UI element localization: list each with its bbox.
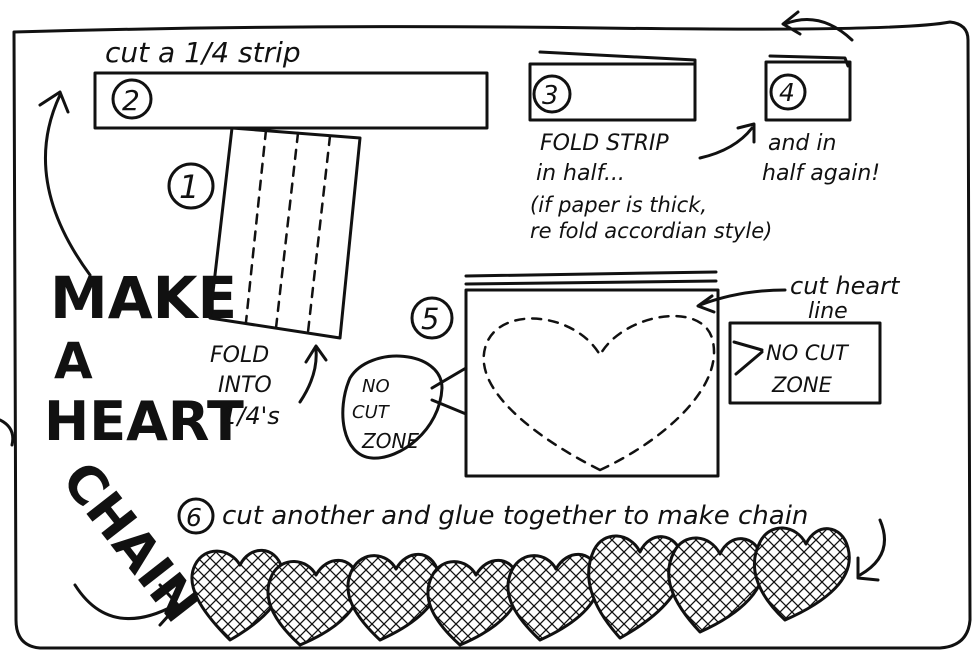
step6-number: 6 <box>186 503 202 532</box>
step5-cut-arrow <box>700 290 785 305</box>
step5-fold-layer-1 <box>466 272 716 276</box>
step3-note-2: re fold accordian style) <box>530 219 772 243</box>
step2-number: 2 <box>122 84 140 117</box>
step5-no-cut-right-2: ZONE <box>771 373 833 397</box>
step5-cut-label-1: cut heart <box>790 272 901 300</box>
step3-caption-1: FOLD STRIP <box>540 131 669 156</box>
step5-heart-line <box>484 316 714 470</box>
step2-strip <box>95 73 487 128</box>
title-line-1: MAKE <box>50 264 237 332</box>
curved-arrow-left <box>45 95 90 275</box>
step1-caption-2: INTO <box>218 373 272 398</box>
step5-cut-label-2: line <box>808 299 848 324</box>
step5-no-cut-left-2: CUT <box>352 402 391 423</box>
left-edge-arrow <box>0 420 13 445</box>
title-line-3: HEART <box>44 390 244 453</box>
step1-caption-1: FOLD <box>210 343 269 368</box>
step4-number: 4 <box>779 78 795 107</box>
chain-heart <box>268 560 359 645</box>
step5-no-cut-left-1: NO <box>362 376 390 397</box>
chain-heart <box>508 554 599 640</box>
step6-caption: cut another and glue together to make ch… <box>222 501 808 531</box>
step1-fold-3 <box>308 136 330 332</box>
step1-fold-2 <box>276 133 298 328</box>
chain-heart <box>589 536 684 638</box>
step1-number: 1 <box>179 168 199 206</box>
step5-folded-strip <box>466 290 718 476</box>
step5-right-arrow <box>734 342 762 374</box>
chain-heart <box>428 560 519 645</box>
step5-fold-layer-2 <box>466 281 716 284</box>
step1-caption-3: 1/4's <box>222 402 280 430</box>
chain-heart <box>754 528 849 620</box>
title-line-4: CHAIN <box>50 451 211 634</box>
step3-note-1: (if paper is thick, <box>530 193 707 217</box>
step3-caption-2: in half... <box>536 161 625 186</box>
step1-fold-1 <box>246 130 266 322</box>
chain-heart <box>348 554 439 640</box>
step6-arrow <box>860 520 885 575</box>
heart-chain <box>192 528 849 645</box>
step5-no-cut-right-1: NO CUT <box>766 341 850 365</box>
chain-heart <box>669 538 764 632</box>
title-line-2: A <box>54 332 93 390</box>
step4-caption-1: and in <box>768 131 836 156</box>
step2-caption: cut a 1/4 strip <box>105 36 301 69</box>
step3-strip-back <box>540 52 695 68</box>
step5-no-cut-left-3: ZONE <box>361 429 419 453</box>
step5-number: 5 <box>421 302 439 336</box>
step3-number: 3 <box>542 81 559 111</box>
step4-caption-2: half again! <box>762 161 880 186</box>
step3-to-4-arrow <box>700 128 752 158</box>
